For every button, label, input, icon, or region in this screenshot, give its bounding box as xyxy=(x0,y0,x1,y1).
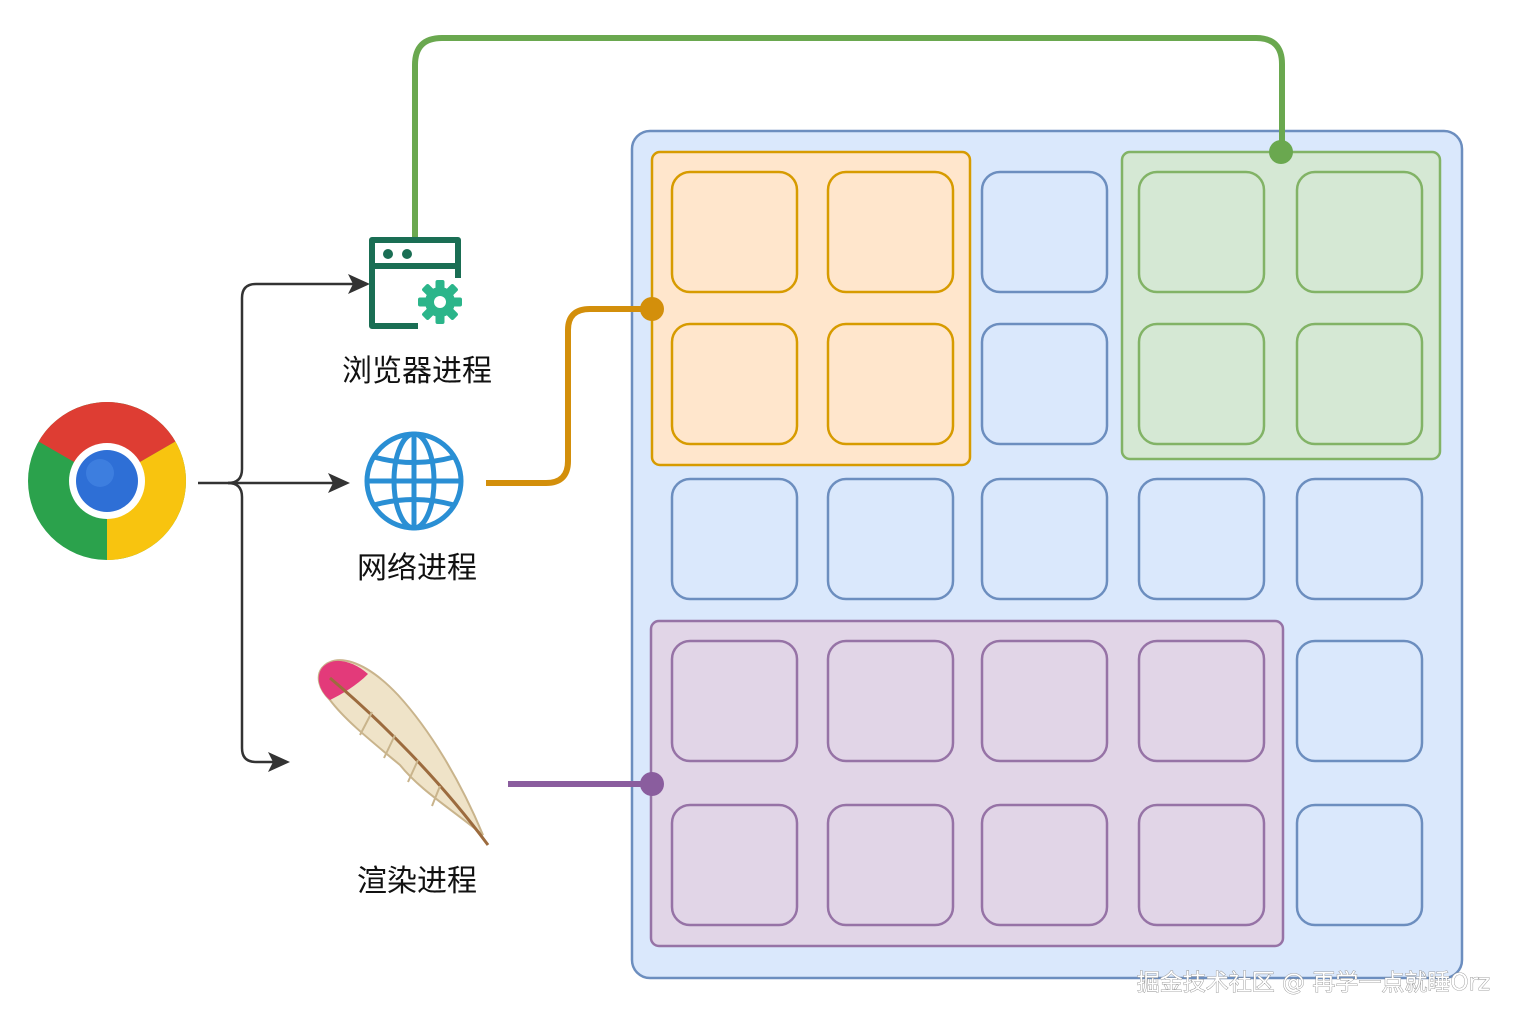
arrowhead-browser xyxy=(348,274,370,294)
memory-block xyxy=(670,477,799,601)
browser-window-gear-icon xyxy=(369,237,462,329)
memory-block xyxy=(1137,477,1266,601)
memory-block xyxy=(980,639,1109,763)
network-connector-line xyxy=(486,306,652,486)
memory-block xyxy=(1295,803,1424,927)
network-connector-dot xyxy=(640,297,664,321)
memory-block xyxy=(980,322,1109,446)
watermark-text: 掘金技术社区 @ 再学一点就睡Orz xyxy=(1137,970,1490,996)
memory-block xyxy=(1295,477,1424,601)
network-process-label: 网络进程 xyxy=(357,551,477,586)
memory-blocks xyxy=(670,170,1424,927)
branch-renderer xyxy=(227,481,280,764)
memory-block xyxy=(670,639,799,763)
browser-process-label: 浏览器进程 xyxy=(342,354,492,389)
memory-block xyxy=(826,322,955,446)
chrome-logo-icon xyxy=(28,402,186,560)
memory-block xyxy=(980,803,1109,927)
memory-block xyxy=(670,170,799,294)
globe-icon xyxy=(364,431,464,531)
arrowheads xyxy=(268,274,370,772)
memory-block xyxy=(1137,803,1266,927)
memory-block xyxy=(826,170,955,294)
memory-block xyxy=(980,477,1109,601)
memory-block xyxy=(1137,322,1266,446)
browser-connector-line xyxy=(412,35,1285,240)
renderer-connector-dot xyxy=(640,772,664,796)
arrowhead-network xyxy=(328,473,350,493)
memory-block xyxy=(826,639,955,763)
branch-trunk xyxy=(198,282,360,485)
memory-block xyxy=(1137,639,1266,763)
memory-block xyxy=(980,170,1109,294)
feather-icon xyxy=(317,659,490,846)
memory-block xyxy=(670,803,799,927)
memory-block xyxy=(826,803,955,927)
memory-block xyxy=(1295,639,1424,763)
memory-block xyxy=(1137,170,1266,294)
memory-block xyxy=(670,322,799,446)
branch-arrows xyxy=(198,282,360,764)
arrowhead-renderer xyxy=(268,752,290,772)
memory-block xyxy=(1295,170,1424,294)
renderer-process-label: 渲染进程 xyxy=(357,864,477,899)
browser-connector-dot xyxy=(1269,140,1293,164)
memory-block xyxy=(1295,322,1424,446)
memory-block xyxy=(826,477,955,601)
